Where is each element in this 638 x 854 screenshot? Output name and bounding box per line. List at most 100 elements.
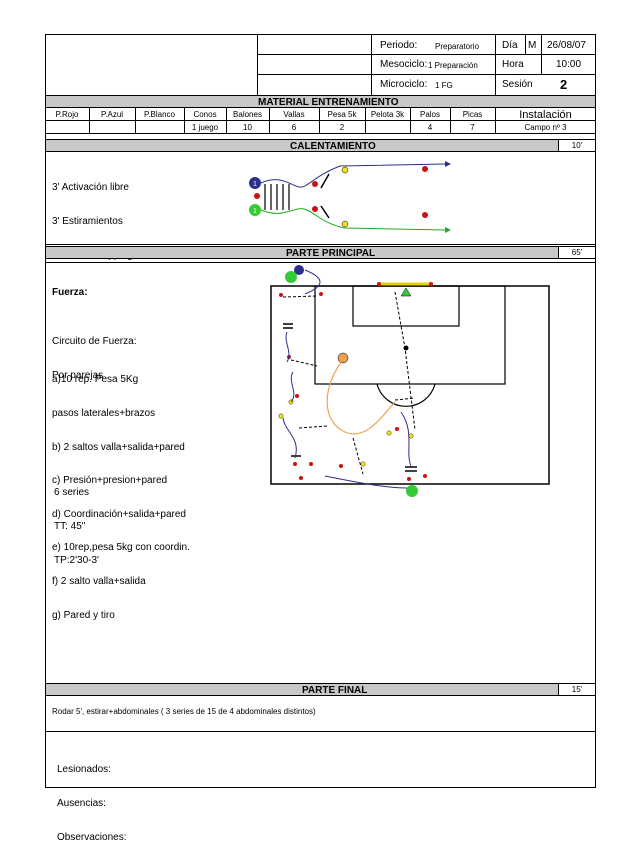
cone-red-icon bbox=[429, 282, 433, 286]
football-pitch-circuit-diagram bbox=[270, 265, 550, 497]
player-green-icon bbox=[406, 485, 418, 497]
svg-text:1: 1 bbox=[253, 208, 257, 215]
microciclo-label: Microciclo: bbox=[380, 79, 428, 90]
hurdles-icon bbox=[264, 184, 290, 210]
material-table bbox=[45, 108, 596, 134]
player-blue-icon bbox=[249, 177, 261, 189]
cone-yellow-icon bbox=[386, 430, 392, 436]
material-title: MATERIAL ENTRENAMIENTO bbox=[258, 97, 399, 108]
exercise-line: e) 10rep,pesa 5kg con coordin. bbox=[52, 542, 190, 554]
circuit-text: Circuito de Fuerza: Por parejas bbox=[52, 314, 136, 392]
material-col-value: 7 bbox=[470, 123, 475, 132]
instalacion-value: Campo nº 3 bbox=[524, 123, 567, 132]
exercise-line: c) Presión+presion+pared bbox=[52, 475, 168, 487]
pole-icon bbox=[320, 205, 330, 219]
cone-yellow-icon bbox=[278, 413, 284, 419]
dia-letter: M bbox=[528, 40, 537, 51]
sesion-label: Sesión bbox=[502, 79, 533, 90]
exercise-line: g) Pared y tiro bbox=[52, 609, 115, 621]
exercise-list: a)10 rep. Pesa 5Kg pasos laterales+brazo… bbox=[52, 352, 190, 632]
circuit-line: Por parejas bbox=[52, 370, 104, 382]
session-sheet bbox=[45, 34, 596, 788]
cone-red-icon bbox=[299, 476, 303, 480]
pitch-outline bbox=[270, 285, 550, 485]
hora-label: Hora bbox=[502, 59, 524, 70]
material-col-header: P.Rojo bbox=[55, 110, 79, 119]
cone-red-icon bbox=[295, 394, 299, 398]
player-blue-icon bbox=[294, 265, 304, 275]
material-col-value: 10 bbox=[243, 123, 252, 132]
cone-red-icon bbox=[254, 193, 260, 199]
hora-value: 10:00 bbox=[556, 59, 582, 70]
material-col-header: Balones bbox=[233, 110, 262, 119]
cone-green-icon bbox=[400, 287, 412, 297]
cone-red-icon bbox=[293, 462, 297, 466]
fuerza-heading: Fuerza: bbox=[52, 287, 88, 298]
dia-label: Día bbox=[502, 40, 518, 51]
warmup-drill-diagram: 1 1 bbox=[249, 161, 451, 233]
exercise-line: f) 2 salto valla+salida bbox=[52, 576, 146, 588]
cone-red-icon bbox=[377, 282, 381, 286]
parte-principal-title: PARTE PRINCIPAL bbox=[286, 248, 376, 259]
cone-red-icon bbox=[309, 462, 313, 466]
series-line: 6 series bbox=[54, 487, 90, 499]
cone-red-icon bbox=[423, 474, 427, 478]
observaciones-label: Observaciones: bbox=[57, 831, 127, 843]
cone-red-icon bbox=[422, 212, 428, 218]
cone-yellow-icon bbox=[408, 433, 414, 439]
material-col-value: 4 bbox=[427, 123, 433, 132]
mesociclo-value: 1 Preparación bbox=[428, 61, 478, 70]
series-text: 6 series TT: 45" TP:2'30-3' bbox=[54, 465, 99, 577]
parte-final-title: PARTE FINAL bbox=[302, 685, 368, 696]
pole-icon bbox=[320, 173, 330, 189]
cone-yellow-icon bbox=[341, 220, 349, 228]
cone-yellow-icon bbox=[360, 461, 366, 467]
ausencias-label: Ausencias: bbox=[57, 798, 106, 810]
microciclo-value: 1 FG bbox=[435, 81, 453, 90]
parte-final-time: 15' bbox=[558, 684, 595, 695]
calentamiento-header: CALENTAMIENTO 10' bbox=[45, 139, 596, 152]
calentamiento-title: CALENTAMIENTO bbox=[290, 141, 376, 152]
cone-red-icon bbox=[279, 293, 283, 297]
cone-red-icon bbox=[339, 464, 343, 468]
exercise-line: b) 2 saltos valla+salida+pared bbox=[52, 441, 185, 453]
cone-red-icon bbox=[407, 477, 411, 481]
material-col-value: 2 bbox=[339, 123, 345, 132]
material-col-header: P.Blanco bbox=[144, 110, 175, 119]
material-col-header: Pelota 3k bbox=[370, 110, 405, 119]
parte-principal-time: 65' bbox=[558, 247, 595, 258]
exercise-line: d) Coordinación+salida+pared bbox=[52, 508, 186, 520]
calentamiento-time: 10' bbox=[558, 140, 595, 151]
periodo-label: Periodo: bbox=[380, 40, 418, 51]
material-header: MATERIAL ENTRENAMIENTO bbox=[45, 95, 596, 108]
penalty-arc bbox=[376, 383, 436, 407]
lesionados-label: Lesionados: bbox=[57, 764, 111, 776]
path-blue bbox=[260, 163, 446, 188]
run-paths-blue bbox=[282, 269, 412, 489]
periodo-value: Preparatorio bbox=[435, 42, 480, 51]
cone-red-icon bbox=[312, 181, 318, 187]
session-date: 26/08/07 bbox=[547, 40, 586, 51]
player-green-icon bbox=[285, 271, 297, 283]
cone-red-icon bbox=[395, 427, 399, 431]
exercise-line: pasos laterales+brazos bbox=[52, 408, 156, 420]
parte-principal-header: PARTE PRINCIPAL 65' bbox=[45, 246, 596, 259]
player-green-icon bbox=[249, 204, 261, 216]
material-col-header: Conos bbox=[193, 110, 217, 119]
material-col-header: P.Azul bbox=[100, 110, 124, 119]
path-green bbox=[260, 208, 446, 231]
header-block bbox=[45, 34, 596, 95]
pass-lines bbox=[282, 291, 416, 475]
cone-red-icon bbox=[319, 292, 323, 296]
material-col-header: Pesa 5k bbox=[327, 110, 357, 119]
parte-final-text: Rodar 5', estirar+abdominales ( 3 series… bbox=[52, 707, 316, 716]
exercise-line: a)10 rep. Pesa 5Kg bbox=[52, 374, 139, 386]
material-col-value: 1 juego bbox=[191, 123, 219, 132]
warmup-line: 3' Activación libre bbox=[52, 182, 129, 194]
material-col-value: 6 bbox=[291, 123, 297, 132]
cone-red-icon bbox=[312, 206, 318, 212]
penalty-area bbox=[314, 285, 506, 385]
warmup-line: 3' Estiramientos bbox=[52, 216, 123, 228]
mesociclo-label: Mesociclo: bbox=[380, 59, 428, 70]
parte-final-header: PARTE FINAL 15' bbox=[45, 683, 596, 696]
